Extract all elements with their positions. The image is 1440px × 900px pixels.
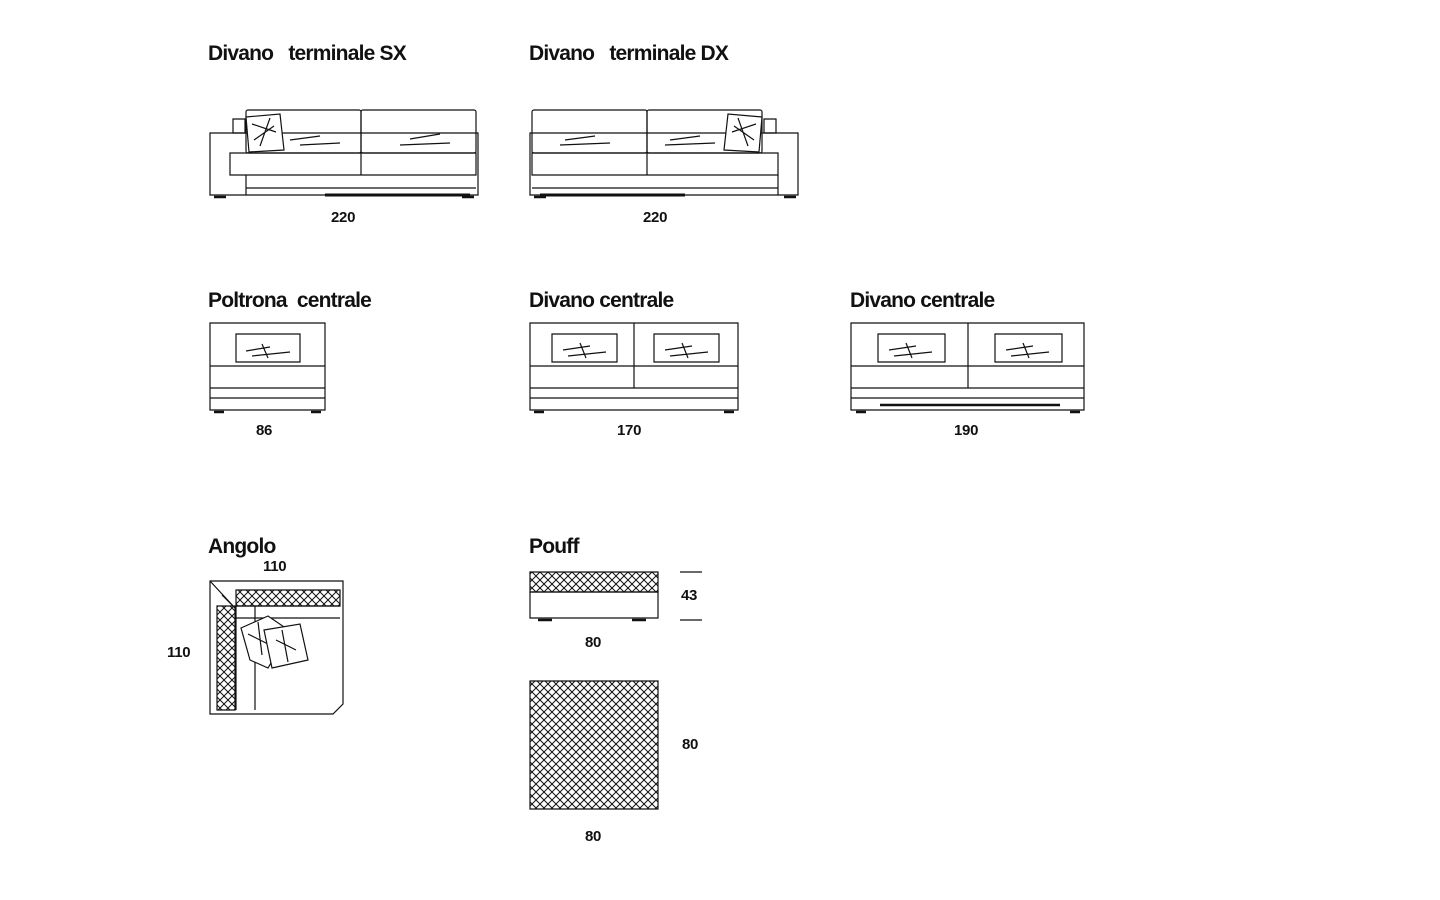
pouf-top-drawing bbox=[530, 681, 658, 809]
pouf-top-depth-dim: 80 bbox=[682, 736, 699, 753]
pouf-side-drawing bbox=[530, 572, 702, 620]
pouf-side-width-dim: 80 bbox=[585, 634, 602, 651]
corner-title: Angolo bbox=[208, 535, 276, 558]
sofa-central-170-drawing bbox=[530, 323, 738, 412]
sofa-end-left-drawing bbox=[210, 110, 478, 197]
sofa-central-190-title: Divano centrale bbox=[850, 289, 995, 312]
pouf-height-dim: 43 bbox=[681, 587, 698, 604]
armchair-central-drawing bbox=[210, 323, 325, 412]
armchair-central-width-dim: 86 bbox=[256, 422, 273, 439]
sofa-end-right-width-dim: 220 bbox=[643, 209, 668, 226]
sofa-central-170-width-dim: 170 bbox=[617, 422, 642, 439]
pouf-top-width-dim: 80 bbox=[585, 828, 602, 845]
armchair-central-title: Poltrona centrale bbox=[208, 289, 372, 312]
sofa-end-right-title: Divano terminale DX bbox=[529, 42, 729, 65]
sofa-end-right-drawing bbox=[530, 110, 798, 197]
corner-drawing bbox=[210, 581, 343, 714]
sofa-central-190-drawing bbox=[851, 323, 1084, 412]
corner-width-dim: 110 bbox=[263, 558, 287, 575]
sofa-end-left-title: Divano terminale SX bbox=[208, 42, 407, 65]
corner-depth-dim: 110 bbox=[167, 644, 191, 661]
sofa-end-left-width-dim: 220 bbox=[331, 209, 356, 226]
sofa-central-170-title: Divano centrale bbox=[529, 289, 674, 312]
sofa-central-190-width-dim: 190 bbox=[954, 422, 979, 439]
pouf-title: Pouff bbox=[529, 535, 579, 558]
